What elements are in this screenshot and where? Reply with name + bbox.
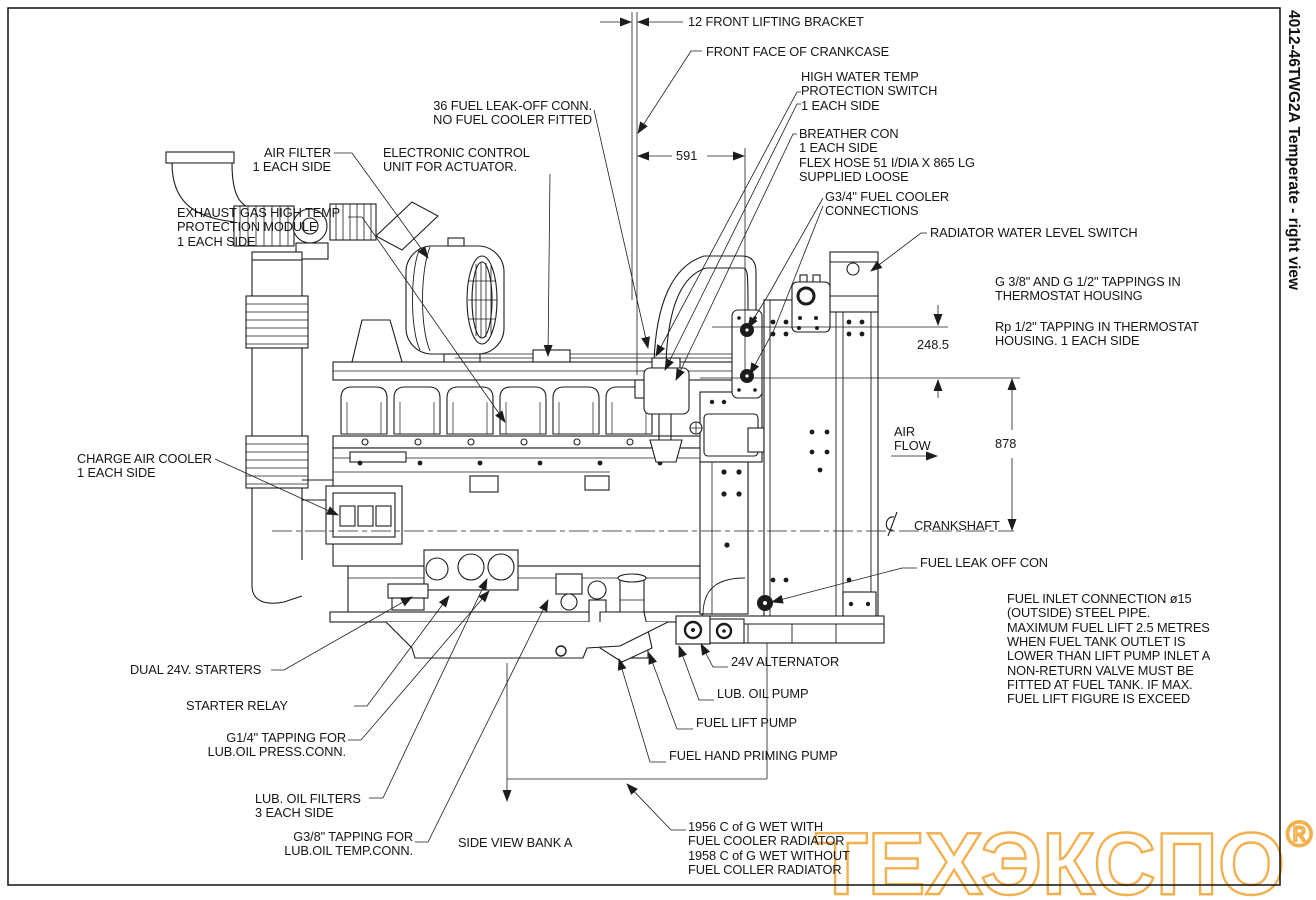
- label-rp-tapping: Rp 1/2" TAPPING IN THERMOSTAT HOUSING. 1…: [995, 319, 1199, 349]
- label-charge-air-cooler: CHARGE AIR COOLER 1 EACH SIDE: [77, 451, 212, 481]
- drawing-title: 4012-46TWG2A Temperate - right view: [1285, 10, 1302, 290]
- label-starter-relay: STARTER RELAY: [186, 698, 288, 713]
- view-caption: SIDE VIEW BANK A: [458, 835, 573, 850]
- engine-drawing: [165, 151, 765, 663]
- svg-text:ТЕХЭКСПО: ТЕХЭКСПО: [815, 814, 1285, 900]
- label-fuel-hand-priming-pump: FUEL HAND PRIMING PUMP: [669, 748, 838, 763]
- note-center-of-gravity: 1956 C of G WET WITH FUEL COOLER RADIATO…: [688, 819, 850, 877]
- label-dual-starters: DUAL 24V. STARTERS: [130, 662, 262, 677]
- radiator-assembly: [709, 251, 885, 644]
- dim-248-5: 248.5: [917, 337, 950, 352]
- label-fuel-cooler-connections: G3/4" FUEL COOLER CONNECTIONS: [825, 189, 949, 219]
- label-radiator-water-level-switch: RADIATOR WATER LEVEL SWITCH: [930, 225, 1138, 240]
- label-fuel-leak-off-con: FUEL LEAK OFF CON: [920, 555, 1048, 570]
- leader-lines: [214, 50, 927, 843]
- label-breather-con: BREATHER CON 1 EACH SIDE FLEX HOSE 51 I/…: [799, 126, 975, 184]
- label-lub-oil-filters: LUB. OIL FILTERS 3 EACH SIDE: [255, 791, 361, 821]
- dim-591: 591: [676, 148, 698, 163]
- label-lub-oil-pump: LUB. OIL PUMP: [717, 686, 809, 701]
- techexpo-watermark: ТЕХЭКСПО ®: [814, 812, 1314, 900]
- label-high-water-temp-switch: HIGH WATER TEMP PROTECTION SWITCH 1 EACH…: [801, 69, 938, 113]
- label-front-lifting-bracket: 12 FRONT LIFTING BRACKET: [688, 14, 864, 29]
- centerline-symbol: [885, 511, 898, 537]
- label-g14-tapping: G1/4" TAPPING FOR LUB.OIL PRESS.CONN.: [207, 730, 347, 760]
- label-fuel-lift-pump: FUEL LIFT PUMP: [696, 715, 797, 730]
- label-air-flow: AIR FLOW: [894, 424, 931, 454]
- sheet-border: [7, 7, 1281, 886]
- label-exhaust-gas-module: EXHAUST GAS HIGH TEMP PROTECTION MODULE …: [177, 205, 341, 249]
- label-crankshaft: CRANKSHAFT: [914, 518, 1000, 533]
- label-ecu: ELECTRONIC CONTROL UNIT FOR ACTUATOR.: [383, 145, 530, 175]
- dimension-lines: [272, 12, 1020, 802]
- label-fuel-leak-off-conn: 36 FUEL LEAK-OFF CONN. NO FUEL COOLER FI…: [433, 98, 592, 128]
- label-air-filter: AIR FILTER 1 EACH SIDE: [252, 145, 331, 175]
- label-front-face-of-crankcase: FRONT FACE OF CRANKCASE: [706, 44, 890, 59]
- label-tappings-thermostat: G 3/8" AND G 1/2" TAPPINGS IN THERMOSTAT…: [995, 274, 1181, 304]
- note-fuel-inlet: FUEL INLET CONNECTION ø15 (OUTSIDE) STEE…: [1007, 591, 1211, 707]
- label-alternator: 24V ALTERNATOR: [731, 654, 840, 669]
- dim-878: 878: [995, 436, 1017, 451]
- registered-mark: ®: [1286, 813, 1313, 854]
- label-g38-tapping: G3/8" TAPPING FOR LUB.OIL TEMP.CONN.: [284, 829, 413, 859]
